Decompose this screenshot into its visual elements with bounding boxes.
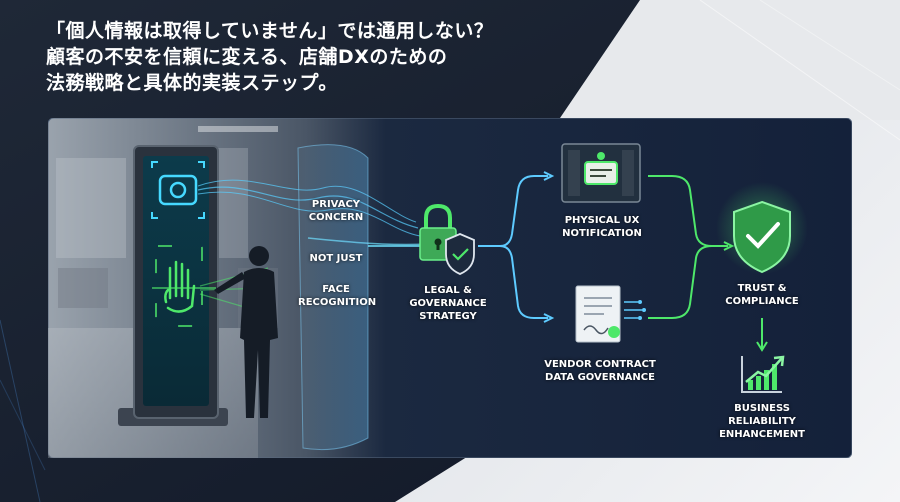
shield-check-icon [733,200,791,274]
physical-label-line-2: NOTIFICATION [562,228,642,239]
physical-ux-label: PHYSICAL UX NOTIFICATION [554,214,650,240]
business-label-line-1: BUSINESS [734,403,790,414]
notification-panel-icon [561,143,641,203]
not-just-label: NOT JUST [309,253,363,264]
face-label-line-2: RECOGNITION [298,297,377,308]
contract-document-icon [575,285,646,343]
vendor-label-line-2: DATA GOVERNANCE [545,372,655,383]
trust-label-line-1: TRUST & [737,283,787,294]
headline-line-1: 「個人情報は取得していません」では通用しない？ [46,20,494,42]
hand-scan-icon [152,245,216,327]
headline-line-2: 顧客の不安を信頼に変える、店舗DXのための [46,46,448,68]
headline: 「個人情報は取得していません」では通用しない？ 顧客の不安を信頼に変える、店舗D… [46,18,493,96]
person-silhouette [214,246,278,418]
diagram-panel: PRIVACY CONCERN NOT JUST FACE RECOGNITIO… [48,118,852,458]
privacy-label-line-1: PRIVACY [311,199,361,210]
trust-label-line-2: COMPLIANCE [725,296,799,307]
legal-label-line-2: GOVERNANCE [409,298,487,309]
business-reliability-label: BUSINESS RELIABILITY ENHANCEMENT [712,402,812,441]
branch-arrows [478,171,555,323]
privacy-concern-label: PRIVACY CONCERN [306,198,366,224]
legal-label-line-1: LEGAL & [424,285,472,296]
physical-label-line-1: PHYSICAL UX [564,215,640,226]
camera-icon [151,161,205,219]
business-label-line-2: RELIABILITY [728,416,796,427]
privacy-label-line-2: CONCERN [308,212,364,223]
legal-label-line-3: STRATEGY [419,311,477,322]
business-label-line-3: ENHANCEMENT [719,429,805,440]
face-label-line-1: FACE [322,284,350,295]
vendor-label-line-1: VENDOR CONTRACT [544,359,656,370]
trust-compliance-label: TRUST & COMPLIANCE [718,282,806,308]
lock-shield-icon [419,203,475,275]
glass-shield [297,144,369,451]
diagram-graphics [48,118,852,458]
legal-strategy-label: LEGAL & GOVERNANCE STRATEGY [403,284,493,323]
vendor-contract-label: VENDOR CONTRACT DATA GOVERNANCE [544,358,656,384]
headline-line-3: 法務戦略と具体的実装ステップ。 [46,72,338,94]
face-recognition-label: FACE RECOGNITION [298,283,377,309]
growth-chart-icon [741,355,785,393]
